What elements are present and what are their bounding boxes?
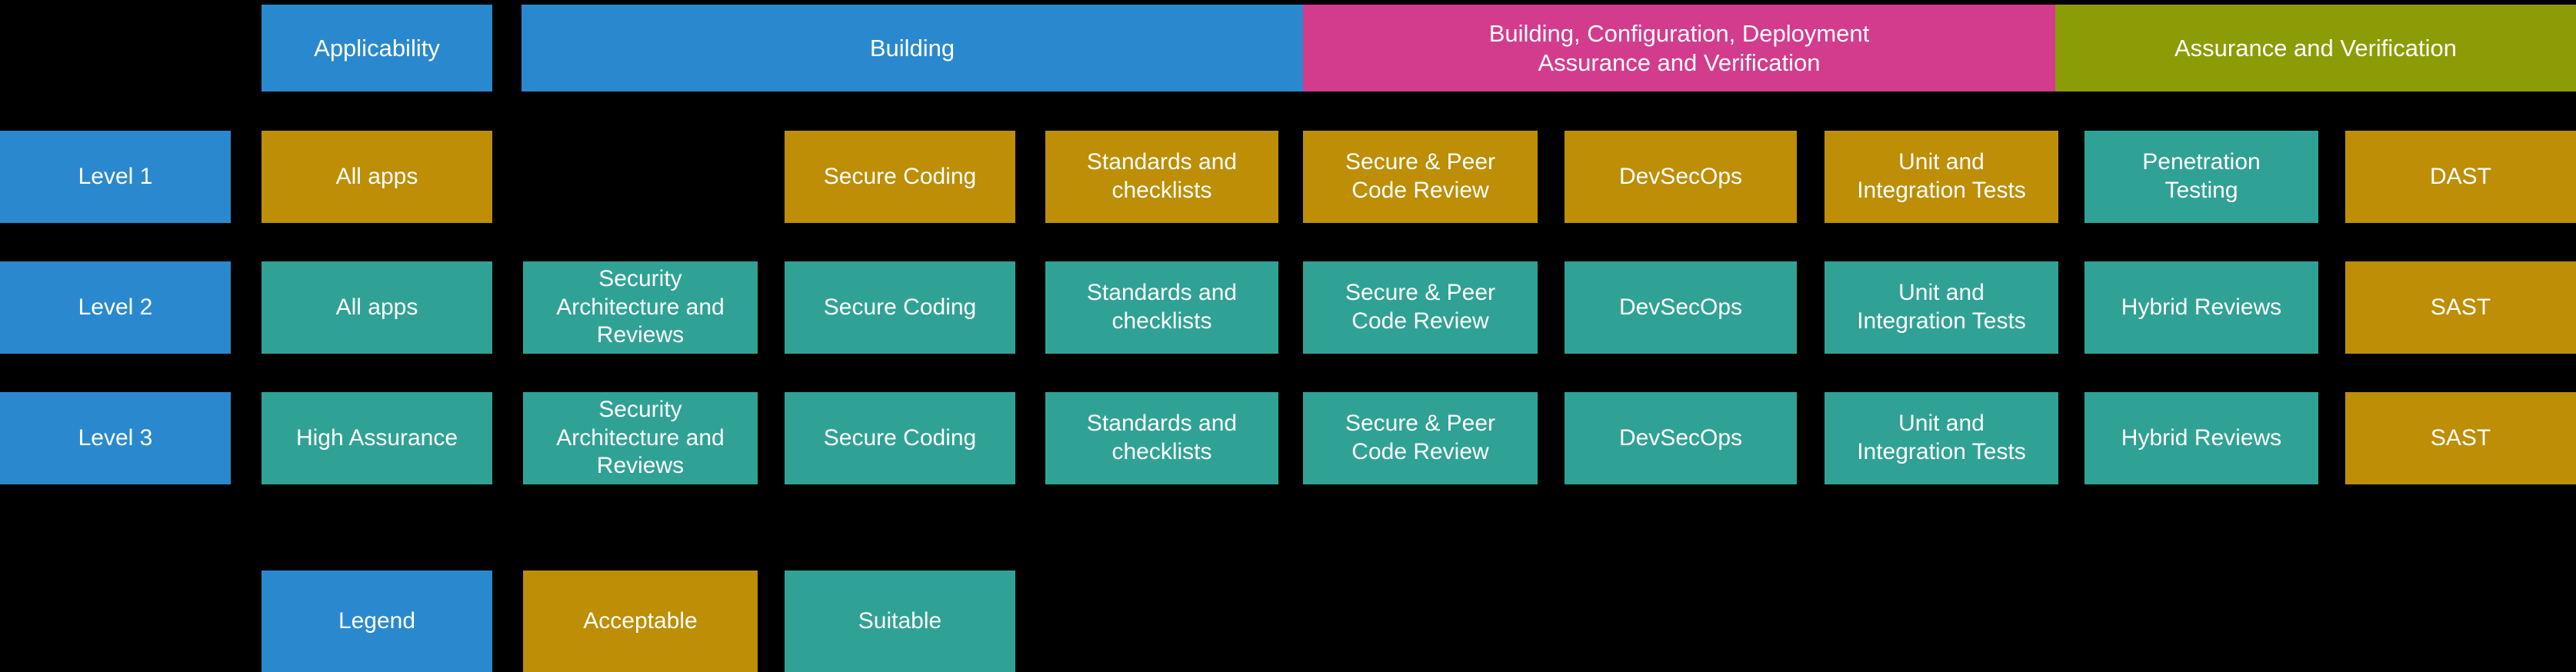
matrix-cell-2-2: Security Architecture and Reviews [523, 261, 758, 354]
matrix-cell-2-8: Hybrid Reviews [2084, 261, 2318, 354]
matrix-cell-1-7: Unit and Integration Tests [1825, 131, 2058, 223]
matrix-cell-3-9: SAST [2345, 392, 2576, 484]
legend-item-0: Legend [262, 571, 492, 672]
legend-item-2: Suitable [785, 571, 1015, 672]
matrix-cell-3-6: DevSecOps [1565, 392, 1797, 484]
matrix-cell-3-8: Hybrid Reviews [2084, 392, 2318, 484]
matrix-cell-1-3: Secure Coding [785, 131, 1015, 223]
matrix-cell-1-9: DAST [2345, 131, 2576, 223]
header-group-3: Assurance and Verification [2055, 5, 2576, 91]
matrix-cell-1-4: Standards and checklists [1045, 131, 1278, 223]
level-label-3: Level 3 [0, 392, 231, 484]
matrix-cell-1-5: Secure & Peer Code Review [1303, 131, 1538, 223]
matrix-cell-3-7: Unit and Integration Tests [1825, 392, 2058, 484]
matrix-cell-1-6: DevSecOps [1565, 131, 1797, 223]
header-group-1: Building [522, 5, 1303, 91]
matrix-cell-2-5: Secure & Peer Code Review [1303, 261, 1538, 354]
header-group-0: Applicability [262, 5, 492, 91]
empty-cell-1-2 [523, 131, 758, 223]
matrix-cell-2-3: Secure Coding [785, 261, 1015, 354]
legend-item-1: Acceptable [523, 571, 758, 672]
matrix-cell-3-5: Secure & Peer Code Review [1303, 392, 1538, 484]
header-group-2: Building, Configuration, Deployment Assu… [1303, 5, 2055, 91]
matrix-cell-2-7: Unit and Integration Tests [1825, 261, 2058, 354]
matrix-cell-2-4: Standards and checklists [1045, 261, 1278, 354]
matrix-cell-3-4: Standards and checklists [1045, 392, 1278, 484]
matrix-cell-3-2: Security Architecture and Reviews [523, 392, 758, 484]
matrix-cell-2-1: All apps [262, 261, 492, 354]
matrix-cell-1-1: All apps [262, 131, 492, 223]
matrix-cell-3-1: High Assurance [262, 392, 492, 484]
matrix-cell-3-3: Secure Coding [785, 392, 1015, 484]
level-label-1: Level 1 [0, 131, 231, 223]
matrix-cell-2-6: DevSecOps [1565, 261, 1797, 354]
matrix-cell-2-9: SAST [2345, 261, 2576, 354]
matrix-cell-1-8: Penetration Testing [2084, 131, 2318, 223]
level-label-2: Level 2 [0, 261, 231, 354]
